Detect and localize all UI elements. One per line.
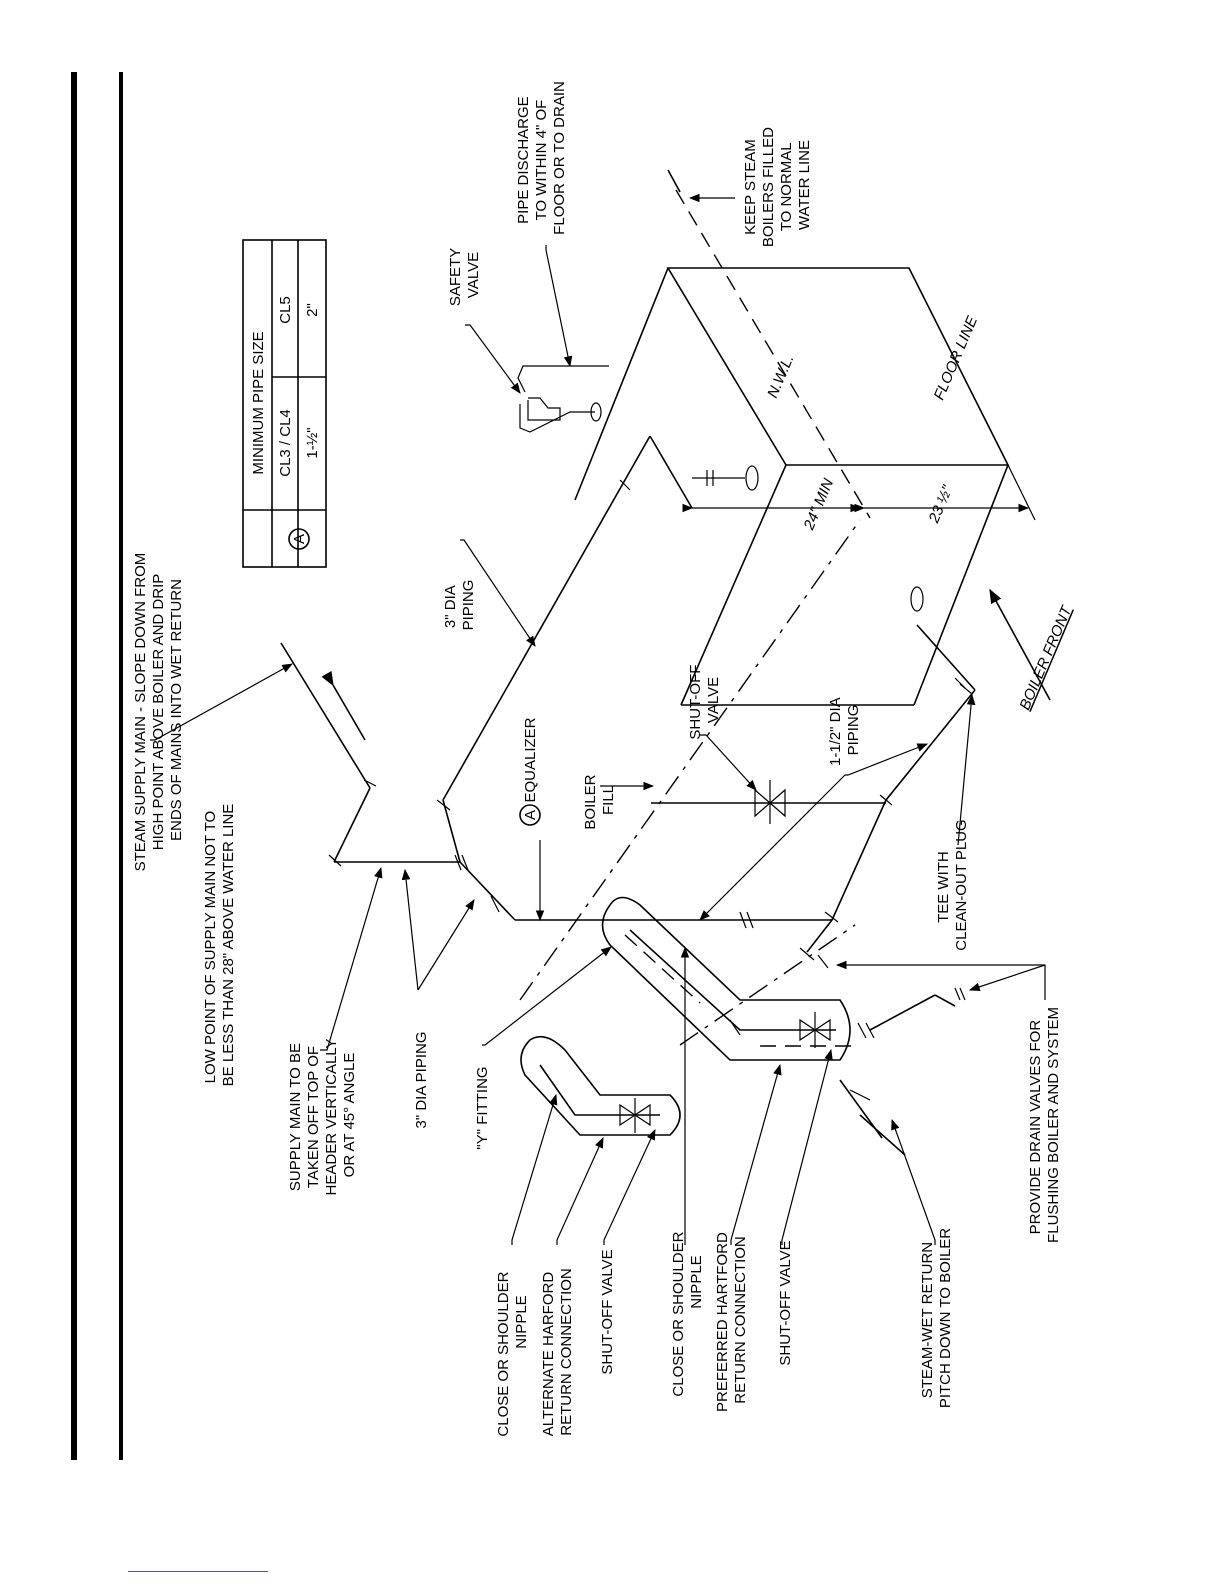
alternate-hartford-loop [520,1035,681,1136]
label-boiler-front: BOILER FRONT [1016,602,1076,712]
nwl-label: N.W.L. [764,352,797,400]
label-tee-cleanout: TEE WITH CLEAN-OUT PLUG [935,819,970,950]
footer-link-underline[interactable] [128,1571,268,1572]
label-shutoff-valve-top: SHUT-OFF VALVE [687,660,722,739]
table-val-cl5: 2" [304,303,321,317]
label-shutoff-valve-1: SHUT-OFF VALVE [599,1249,616,1374]
label-1-5in-piping: 1-1/2" DIA PIPING [827,694,862,766]
label-close-nipple-2: CLOSE OR SHOULDER NIPPLE [670,1227,705,1396]
label-alternate-hartford: ALTERNATE HARFORD RETURN CONNECTION [540,1268,575,1437]
dim-24-min: 24" MIN [800,476,837,533]
label-3in-dia-piping-left: 3" DIA PIPING [413,1031,430,1128]
label-steam-wet-return: STEAM-WET RETURN PITCH DOWN TO BOILER [919,1228,954,1408]
label-y-fitting: "Y" FITTING [474,1066,491,1149]
label-equalizer: EQUALIZER [522,717,539,802]
label-supply-main-taken-off: SUPPLY MAIN TO BE TAKEN OFF TOP OF HEADE… [287,1035,358,1196]
label-steam-supply-main: STEAM SUPPLY MAIN - SLOPE DOWN FROM HIGH… [132,549,185,872]
minimum-pipe-size-table: MINIMUM PIPE SIZE CL3 / CL4 CL5 1-½" 2" … [242,239,327,568]
label-low-point: LOW POINT OF SUPPLY MAIN NOT TO BE LESS … [202,804,237,1087]
table-marker: A [291,534,308,544]
dashed-return-1 [519,519,861,1001]
boiler [574,169,1036,706]
label-drain-valves: PROVIDE DRAIN VALVES FOR FLUSHING BOILER… [1027,1007,1062,1243]
equalizer-marker: A [522,810,539,820]
fill-shutoff-valve [754,780,786,824]
normal-water-line [675,189,871,519]
wet-return-piping [839,994,936,1156]
text-labels: STEAM SUPPLY MAIN - SLOPE DOWN FROM HIGH… [132,81,1076,1436]
supply-main-piping [280,435,976,1007]
equalizer-marker-circle [519,804,541,826]
label-safety-valve: SAFETY VALVE [447,244,482,306]
safety-valve [517,365,609,433]
label-3in-dia-piping-top: 3" DIA PIPING [442,580,477,631]
label-preferred-hartford: PREFERRED HARTFORD RETURN CONNECTION [714,1228,749,1412]
label-close-nipple-1: CLOSE OR SHOULDER NIPPLE [495,1267,530,1436]
preferred-hartford-loop [601,896,851,1061]
table-val-cl3-cl4: 1-½" [304,427,321,458]
dashed-return-4 [624,934,701,1004]
leaders [150,193,1051,1245]
table-title: MINIMUM PIPE SIZE [250,331,267,474]
label-boiler-fill: BOILER FILL [582,770,617,829]
label-keep-steam: KEEP STEAM BOILERS FILLED TO NORMAL WATE… [742,123,813,247]
table-col-cl5: CL5 [277,296,294,324]
table-marker-circle [288,528,310,550]
dashed-return-2 [679,924,856,1046]
label-shutoff-valve-2: SHUT-OFF VALVE [777,1240,794,1365]
table-col-cl3-cl4: CL3 / CL4 [277,409,294,477]
dim-23-half: 23 ½" [925,482,956,526]
label-pipe-discharge: PIPE DISCHARGE TO WITHIN 4" OF FLOOR OR … [515,81,568,235]
